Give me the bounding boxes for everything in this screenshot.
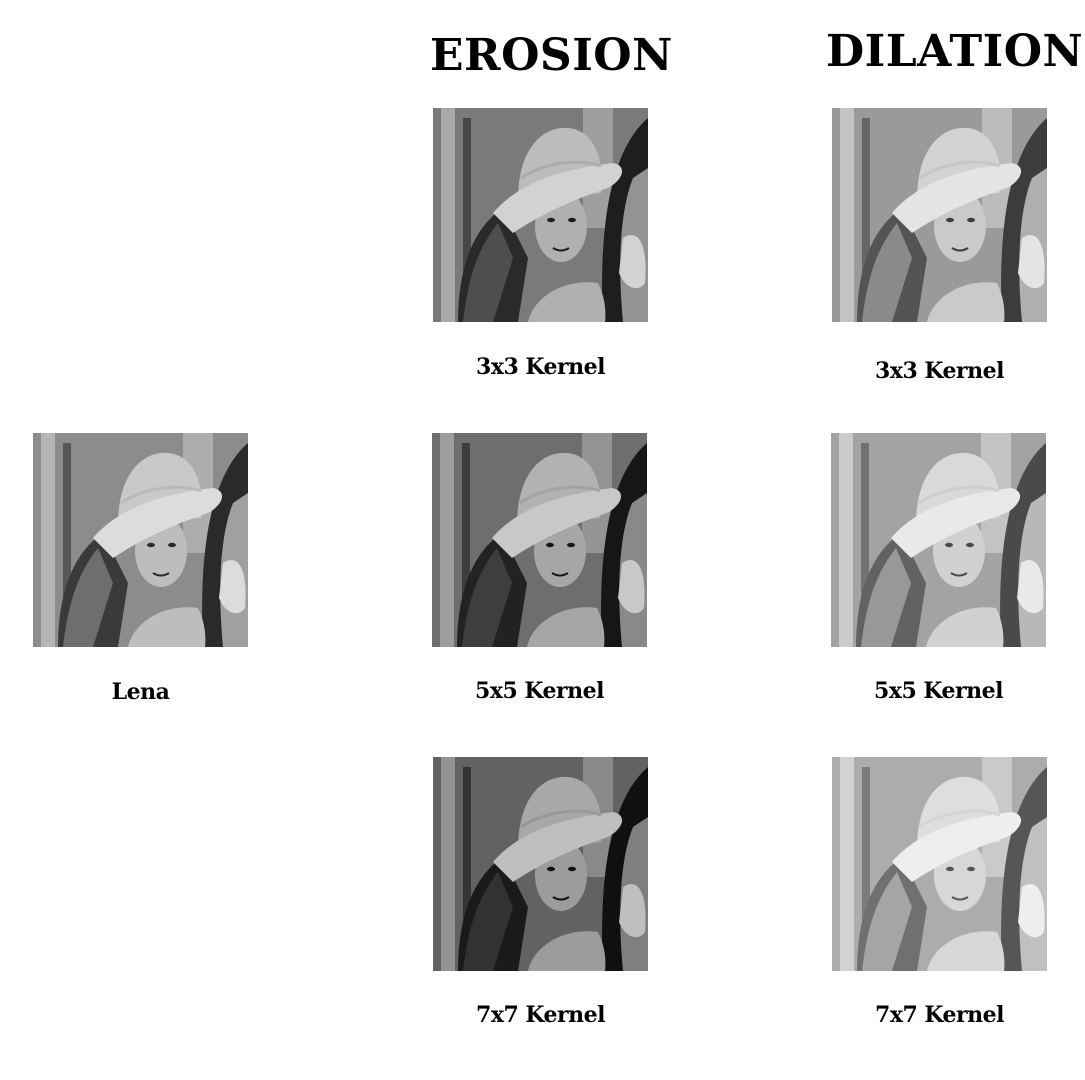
- hat-feathers: [463, 223, 513, 322]
- shoulder: [128, 607, 206, 647]
- left-eye: [946, 217, 954, 223]
- feather-plume: [618, 560, 645, 614]
- dilation-3x3-caption: 3x3 Kernel: [875, 358, 1004, 384]
- shoulder: [927, 931, 1005, 971]
- wall-shadow: [463, 767, 471, 971]
- wall-shadow: [63, 443, 71, 647]
- hat-brim: [492, 488, 622, 558]
- portrait-graphic: [832, 757, 1047, 971]
- hat-brim: [93, 488, 223, 558]
- hat-feathers: [862, 223, 912, 322]
- hat-brim: [891, 488, 1021, 558]
- portrait-graphic: [433, 108, 648, 322]
- hat-band: [918, 485, 1000, 505]
- wall-post: [840, 108, 854, 322]
- mouth: [951, 247, 969, 252]
- wall-post: [840, 757, 854, 971]
- erosion-7x7-image: [433, 757, 648, 971]
- dilation-7x7-caption: 7x7 Kernel: [875, 1002, 1004, 1028]
- hat-brim: [892, 812, 1022, 882]
- left-eye: [147, 542, 155, 548]
- hat-band: [120, 485, 202, 505]
- mouth: [152, 572, 170, 577]
- left-eye: [946, 866, 954, 872]
- mouth: [950, 572, 968, 577]
- feather-plume: [619, 884, 646, 938]
- right-eye: [168, 542, 176, 548]
- dilation-3x3-image: [832, 108, 1047, 322]
- portrait-graphic: [831, 433, 1046, 647]
- erosion-3x3-caption: 3x3 Kernel: [476, 354, 605, 380]
- hat-feathers: [861, 548, 911, 647]
- portrait-graphic: [832, 108, 1047, 322]
- dilation-heading: DILATION: [826, 26, 1084, 77]
- feather-plume: [1017, 560, 1044, 614]
- feather-plume: [219, 560, 246, 614]
- wall-post: [839, 433, 853, 647]
- hat-feathers: [63, 548, 113, 647]
- shoulder: [527, 607, 605, 647]
- erosion-5x5-caption: 5x5 Kernel: [475, 678, 604, 704]
- shoulder: [927, 282, 1005, 322]
- right-eye: [967, 217, 975, 223]
- right-eye: [967, 866, 975, 872]
- lena-original-image: [33, 433, 248, 647]
- right-eye: [568, 866, 576, 872]
- left-eye: [945, 542, 953, 548]
- erosion-heading: EROSION: [430, 30, 673, 81]
- hat-band: [519, 485, 601, 505]
- left-eye: [547, 217, 555, 223]
- portrait-graphic: [432, 433, 647, 647]
- wall-post: [41, 433, 55, 647]
- feather-plume: [1018, 884, 1045, 938]
- hat-brim: [493, 163, 623, 233]
- right-eye: [966, 542, 974, 548]
- hat-brim: [493, 812, 623, 882]
- lena-caption: Lena: [111, 679, 170, 705]
- mouth: [951, 896, 969, 901]
- hat-feathers: [862, 872, 912, 971]
- hat-feathers: [463, 872, 513, 971]
- wall-post: [441, 757, 455, 971]
- feather-plume: [619, 235, 646, 289]
- wall-shadow: [462, 443, 470, 647]
- wall-shadow: [861, 443, 869, 647]
- wall-shadow: [862, 767, 870, 971]
- mouth: [551, 572, 569, 577]
- hat-band: [520, 809, 602, 829]
- dilation-7x7-image: [832, 757, 1047, 971]
- dilation-5x5-image: [831, 433, 1046, 647]
- wall-shadow: [463, 118, 471, 322]
- wall-post: [441, 108, 455, 322]
- right-eye: [567, 542, 575, 548]
- hat-brim: [892, 163, 1022, 233]
- erosion-7x7-caption: 7x7 Kernel: [476, 1002, 605, 1028]
- hat-band: [919, 809, 1001, 829]
- erosion-3x3-image: [433, 108, 648, 322]
- hat-band: [520, 160, 602, 180]
- mouth: [552, 896, 570, 901]
- wall-shadow: [862, 118, 870, 322]
- left-eye: [547, 866, 555, 872]
- mouth: [552, 247, 570, 252]
- wall-post: [440, 433, 454, 647]
- erosion-5x5-image: [432, 433, 647, 647]
- shoulder: [926, 607, 1004, 647]
- dilation-5x5-caption: 5x5 Kernel: [874, 678, 1003, 704]
- left-eye: [546, 542, 554, 548]
- portrait-graphic: [33, 433, 248, 647]
- hat-band: [919, 160, 1001, 180]
- shoulder: [528, 282, 606, 322]
- shoulder: [528, 931, 606, 971]
- hat-feathers: [462, 548, 512, 647]
- right-eye: [568, 217, 576, 223]
- portrait-graphic: [433, 757, 648, 971]
- feather-plume: [1018, 235, 1045, 289]
